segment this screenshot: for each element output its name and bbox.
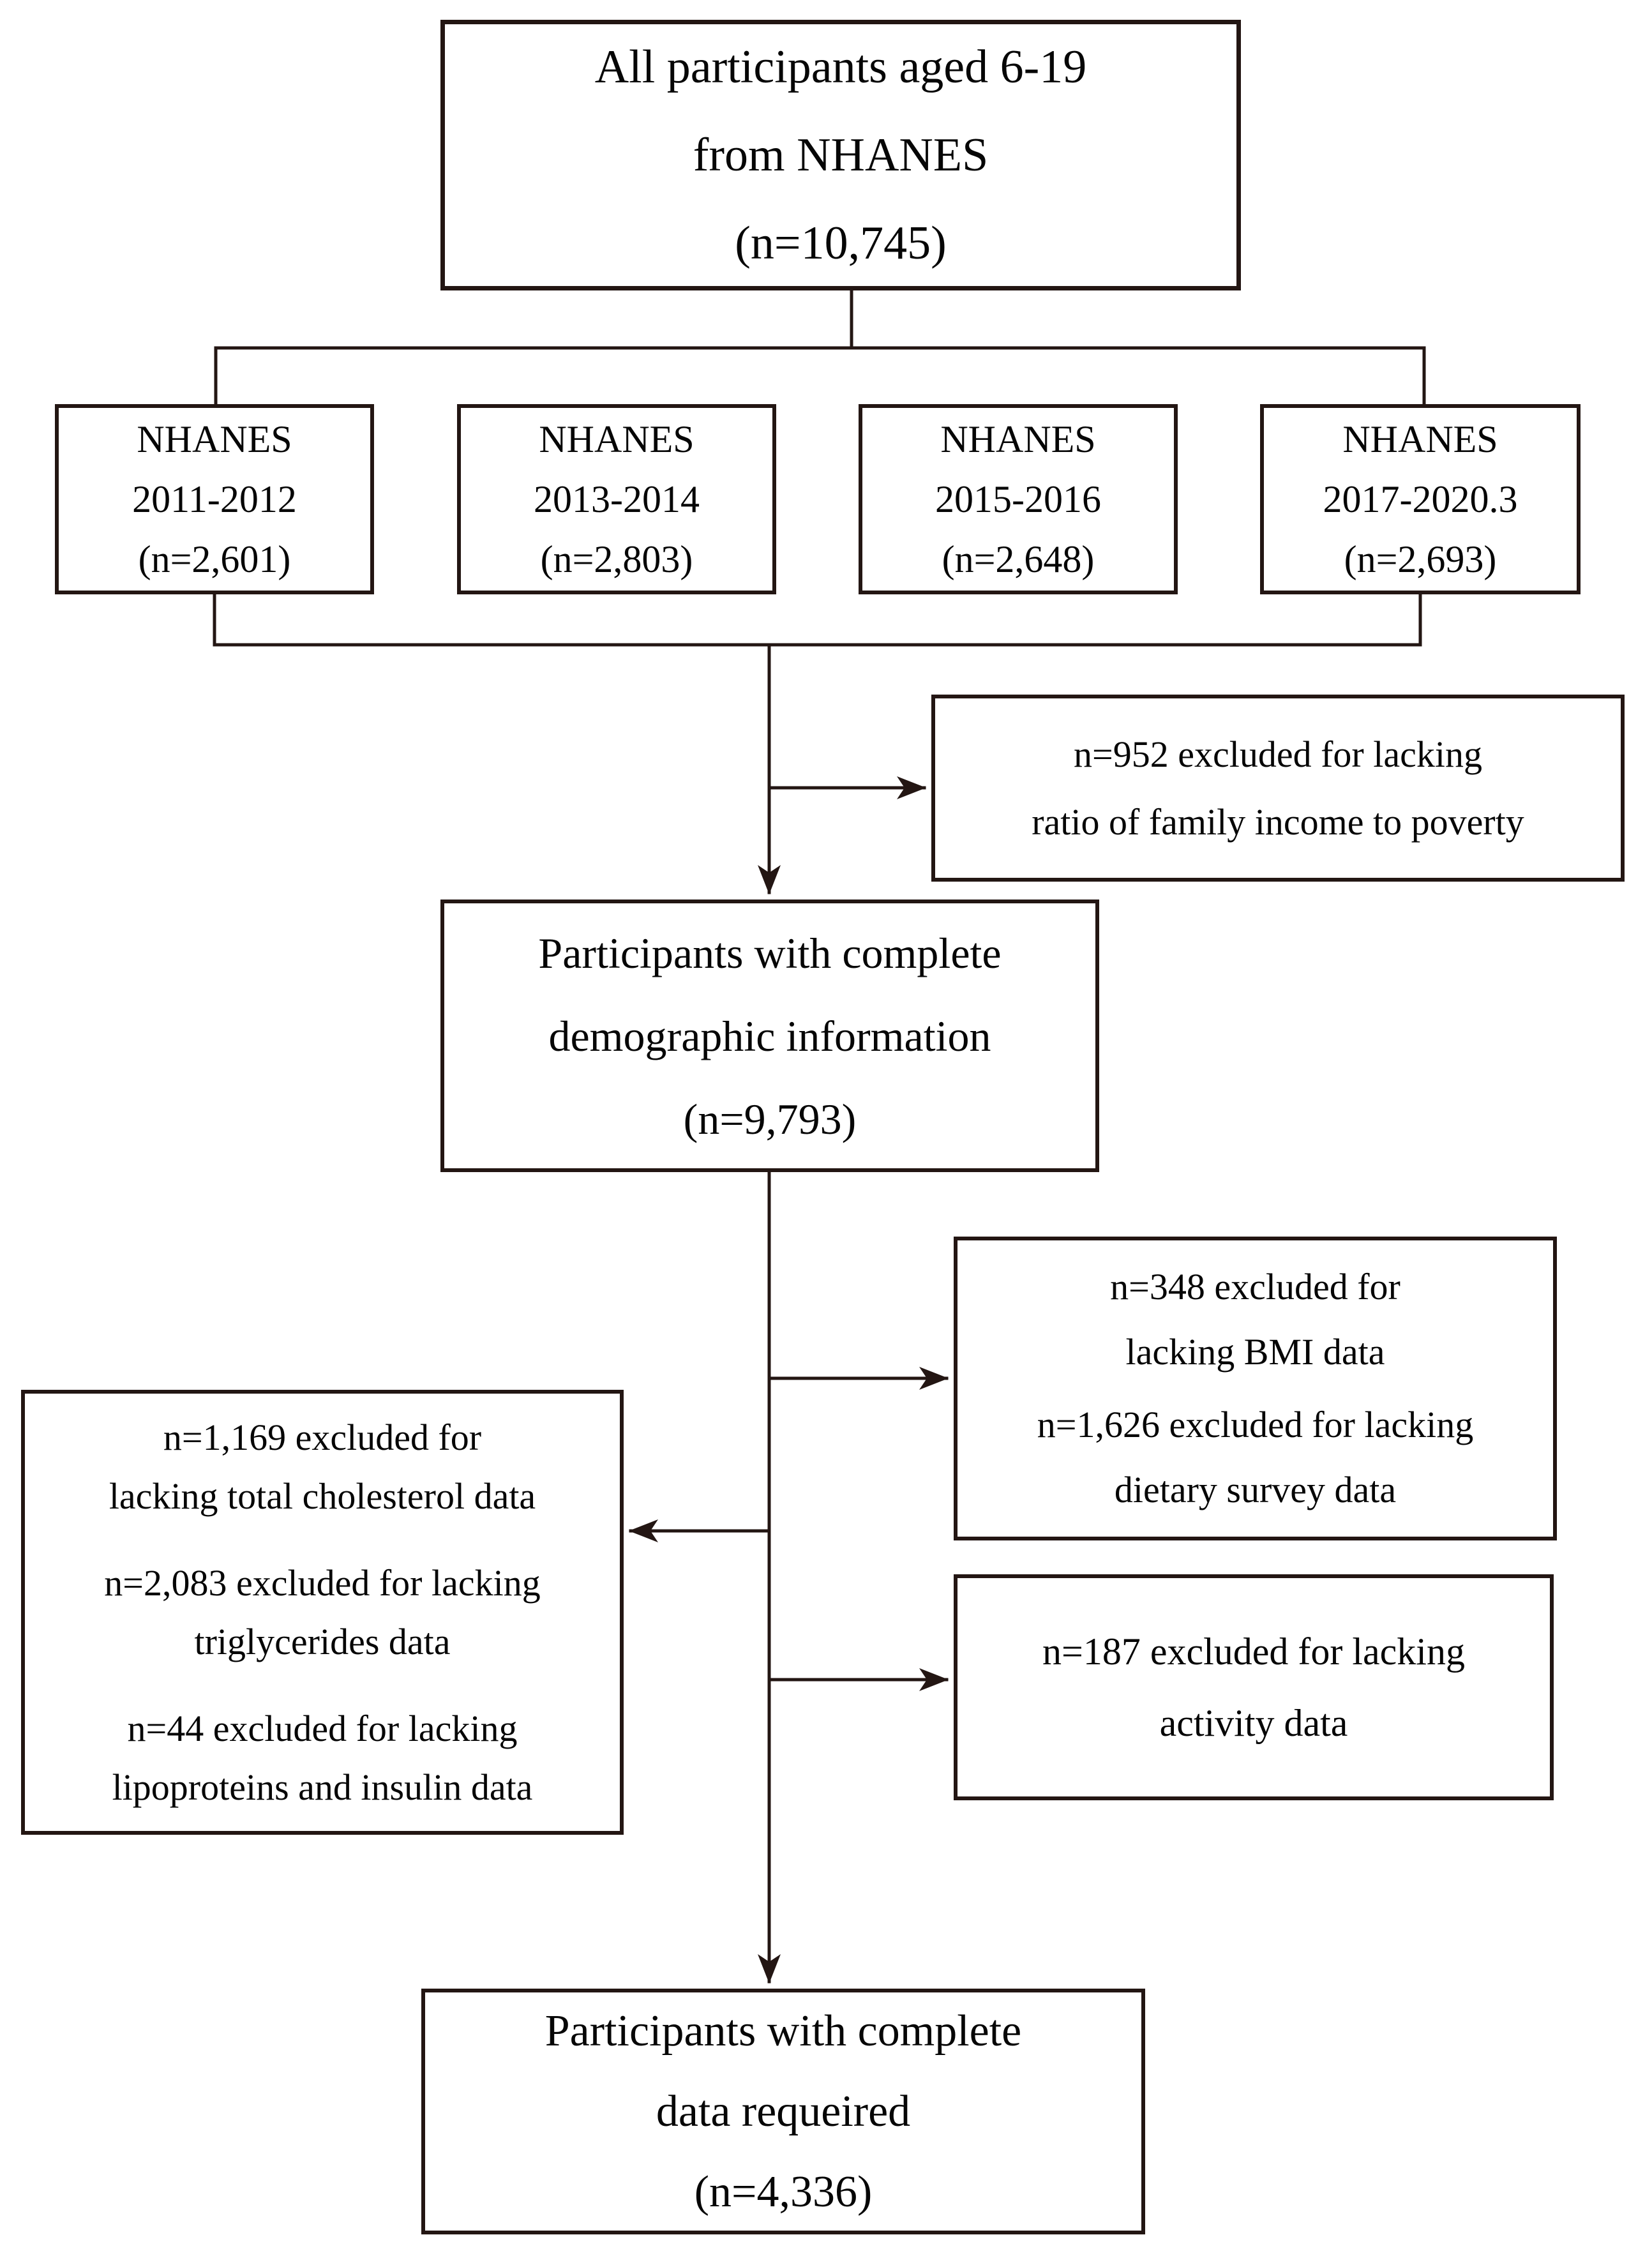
box-line: NHANES	[539, 418, 695, 460]
final-box: Participants with complete data requeire…	[421, 1989, 1145, 2234]
connector-top-split	[214, 286, 1426, 408]
box-line: (n=4,336)	[694, 2167, 873, 2217]
box-line: All participants aged 6-19	[594, 41, 1087, 93]
exclusion-box-bmi-dietary: n=348 excluded for lacking BMI data n=1,…	[954, 1237, 1557, 1540]
box-line: 2013-2014	[534, 478, 700, 520]
exclusion-box-activity: n=187 excluded for lacking activity data	[954, 1574, 1554, 1800]
cohort-box-2015-2016: NHANES 2015-2016 (n=2,648)	[859, 404, 1178, 594]
box-line: from NHANES	[693, 129, 989, 181]
box-line: n=44 excluded for lacking	[127, 1707, 518, 1749]
exclusion-box-labs: n=1,169 excluded for lacking total chole…	[21, 1390, 624, 1835]
exclusion-entry: n=2,083 excluded for lacking triglycerid…	[104, 1554, 540, 1671]
cohort-box-2011-2012: NHANES 2011-2012 (n=2,601)	[55, 404, 374, 594]
box-line: activity data	[1159, 1702, 1348, 1744]
box-line: 2011-2012	[132, 478, 297, 520]
exclusion-entry: n=1,169 excluded for lacking total chole…	[109, 1408, 536, 1526]
exclusion-entry: n=1,626 excluded for lacking dietary sur…	[1037, 1392, 1473, 1523]
connector-cohorts-merge	[213, 591, 1422, 647]
box-line: (n=2,601)	[138, 538, 291, 580]
box-line: NHANES	[137, 418, 292, 460]
box-line: Participants with complete	[544, 2006, 1022, 2056]
box-line: Participants with complete	[538, 928, 1002, 977]
box-line: n=187 excluded for lacking	[1042, 1630, 1465, 1673]
box-line: (n=9,793)	[683, 1094, 857, 1143]
box-line: n=348 excluded for	[1110, 1266, 1400, 1307]
cohort-box-2013-2014: NHANES 2013-2014 (n=2,803)	[457, 404, 776, 594]
box-line: (n=2,803)	[540, 538, 693, 580]
exclusion-entry: n=348 excluded for lacking BMI data	[1110, 1254, 1400, 1385]
box-line: demographic information	[548, 1011, 991, 1060]
box-line: 2015-2016	[935, 478, 1101, 520]
box-line: (n=2,648)	[942, 538, 1095, 580]
box-line: lacking total cholesterol data	[109, 1475, 536, 1517]
box-line: n=952 excluded for lacking	[1074, 733, 1482, 775]
box-line: triglycerides data	[194, 1620, 451, 1662]
box-line: (n=2,693)	[1344, 538, 1497, 580]
top-box: All participants aged 6-19 from NHANES (…	[440, 20, 1241, 290]
box-line: n=1,169 excluded for	[163, 1416, 482, 1458]
box-line: dietary survey data	[1114, 1469, 1397, 1510]
box-line: lacking BMI data	[1125, 1331, 1385, 1373]
demographic-box: Participants with complete demographic i…	[440, 900, 1099, 1172]
exclusion-entry: n=44 excluded for lacking lipoproteins a…	[112, 1699, 533, 1817]
exclusion-box-income-poverty: n=952 excluded for lacking ratio of fami…	[931, 695, 1625, 882]
box-line: 2017-2020.3	[1323, 478, 1518, 520]
box-line: NHANES	[940, 418, 1096, 460]
box-line: n=1,626 excluded for lacking	[1037, 1404, 1474, 1445]
box-line: lipoproteins and insulin data	[112, 1766, 533, 1808]
box-line: ratio of family income to poverty	[1032, 801, 1524, 843]
box-line: (n=10,745)	[735, 217, 947, 269]
cohort-box-2017-2020: NHANES 2017-2020.3 (n=2,693)	[1260, 404, 1581, 594]
box-line: NHANES	[1342, 418, 1498, 460]
box-line: data requeired	[656, 2086, 911, 2136]
box-line: n=2,083 excluded for lacking	[104, 1562, 541, 1604]
